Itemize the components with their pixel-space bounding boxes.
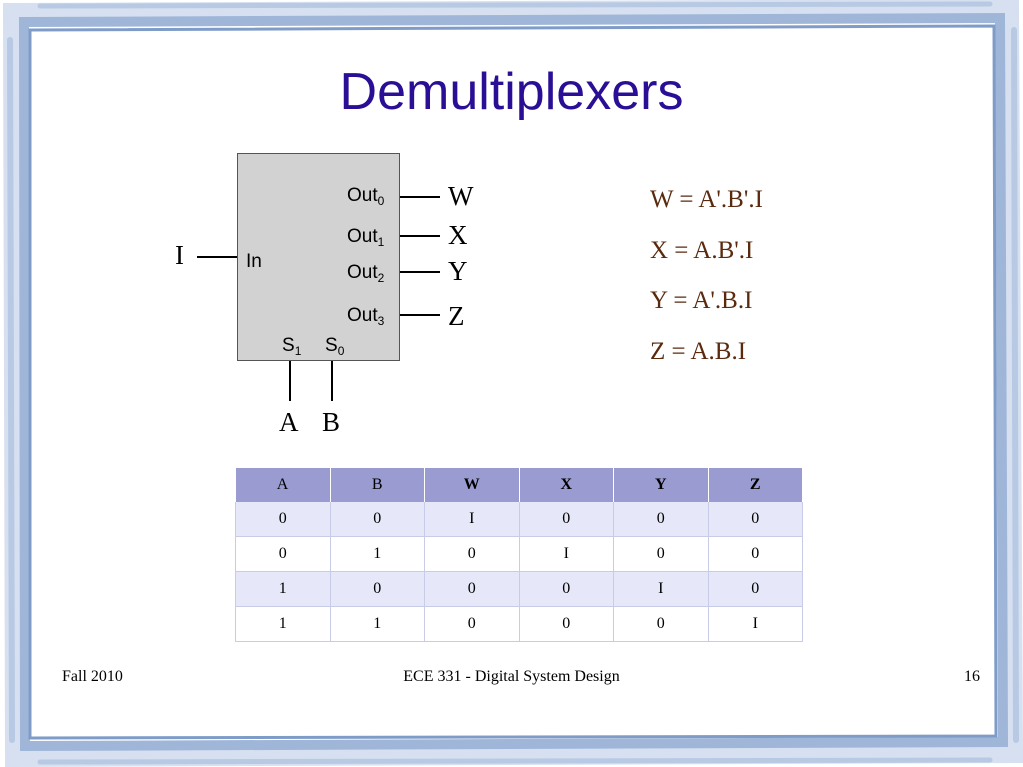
header-w: W [424, 468, 520, 502]
demux-input-port-label: In [246, 251, 262, 272]
table-cell: I [519, 536, 614, 572]
header-z: Z [708, 468, 803, 502]
table-row: 1 1 0 0 0 I [235, 606, 803, 642]
demux-output-port-0: Out0 [347, 185, 385, 208]
footer-course: ECE 331 - Digital System Design [403, 668, 620, 685]
table-cell: 0 [708, 502, 803, 537]
table-cell: 0 [330, 571, 425, 607]
footer-date: Fall 2010 [62, 668, 123, 685]
select-wire-a [289, 361, 291, 401]
output-signal-w: W [448, 181, 474, 211]
select-signal-b: B [322, 407, 341, 437]
table-cell: 1 [330, 536, 425, 572]
table-cell: 0 [519, 502, 614, 537]
table-cell: 0 [330, 502, 425, 537]
output-signal-z: Z [448, 301, 465, 331]
input-wire [197, 256, 237, 258]
select-wire-b [331, 361, 333, 401]
header-b: B [330, 468, 425, 502]
table-cell: 1 [235, 606, 331, 642]
table-cell: 0 [424, 571, 520, 607]
header-a: A [235, 468, 331, 502]
table-cell: 0 [519, 571, 614, 607]
output-wire-w [400, 196, 440, 198]
table-cell: 1 [235, 571, 331, 607]
table-cell: 0 [519, 606, 614, 642]
table-cell: 0 [708, 571, 803, 607]
table-row: 1 0 0 0 I 0 [235, 571, 803, 607]
demux-block [237, 153, 400, 361]
demux-select-port-0: S0 [325, 335, 345, 358]
table-row: 0 0 I 0 0 0 [235, 502, 803, 537]
demux-output-port-2: Out2 [347, 262, 385, 285]
header-x: X [519, 468, 614, 502]
equation-x: X = A.B'.I [650, 237, 754, 264]
truth-table: A B W X Y Z 0 0 I 0 0 0 0 1 0 I 0 [235, 468, 803, 642]
table-cell: I [708, 606, 803, 642]
input-signal-label: I [175, 240, 184, 270]
equation-z: Z = A.B.I [650, 338, 747, 365]
table-cell: 0 [708, 536, 803, 572]
equation-w: W = A'.B'.I [650, 186, 763, 213]
table-cell: 1 [330, 606, 425, 642]
output-wire-z [400, 314, 440, 316]
table-cell: 0 [613, 606, 709, 642]
table-row: 0 1 0 I 0 0 [235, 536, 803, 572]
demux-select-port-1: S1 [282, 335, 302, 358]
table-cell: 0 [613, 502, 709, 537]
table-cell: 0 [613, 536, 709, 572]
table-cell: I [424, 502, 520, 537]
equation-y: Y = A'.B.I [650, 287, 753, 314]
output-wire-x [400, 235, 440, 237]
demux-output-port-3: Out3 [347, 305, 385, 328]
table-cell: I [613, 571, 709, 607]
output-wire-y [400, 271, 440, 273]
header-y: Y [613, 468, 709, 502]
footer-slide-number: 16 [964, 668, 980, 685]
demux-output-port-1: Out1 [347, 226, 385, 249]
table-cell: 0 [424, 536, 520, 572]
slide-title: Demultiplexers [339, 63, 684, 121]
truth-table-header-row: A B W X Y Z [235, 468, 803, 502]
table-cell: 0 [235, 536, 331, 572]
table-cell: 0 [424, 606, 520, 642]
output-signal-y: Y [448, 256, 468, 286]
table-cell: 0 [235, 502, 331, 537]
select-signal-a: A [279, 407, 299, 437]
output-signal-x: X [448, 220, 468, 250]
